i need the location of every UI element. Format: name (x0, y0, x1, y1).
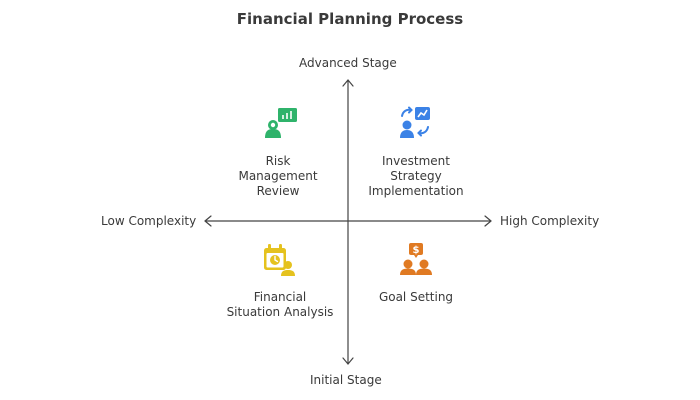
people-money-icon: $ (400, 243, 432, 275)
axis-arrow-left (204, 215, 212, 227)
label-line: Implementation (368, 184, 464, 198)
quadrant-label-risk-management-review: Risk Management Review (223, 154, 333, 199)
diagram-title: Financial Planning Process (236, 10, 464, 28)
label-line: Management (238, 169, 318, 183)
quadrant-label-goal-setting: Goal Setting (366, 290, 466, 305)
quadrant-label-financial-situation-analysis: Financial Situation Analysis (210, 290, 350, 320)
axis-arrow-up (342, 79, 354, 87)
axis-label-bottom: Initial Stage (310, 373, 382, 387)
label-line: Strategy (390, 169, 442, 183)
label-line: Situation Analysis (226, 305, 334, 319)
svg-text:$: $ (413, 245, 420, 256)
axis-arrow-right (484, 215, 492, 227)
axis-label-left: Low Complexity (101, 214, 197, 228)
axis-arrow-down (342, 357, 354, 365)
label-line: Goal Setting (378, 290, 454, 304)
label-line: Investment (382, 154, 450, 168)
label-line: Review (256, 184, 300, 198)
people-exchange-icon (400, 106, 430, 138)
axis-label-top: Advanced Stage (299, 56, 397, 70)
label-line: Financial (253, 290, 307, 304)
calendar-user-icon (264, 244, 295, 276)
quadrant-label-investment-strategy-implementation: Investment Strategy Implementation (356, 154, 476, 199)
label-line: Risk (265, 154, 291, 168)
presentation-chart-icon (265, 108, 297, 138)
axis-label-right: High Complexity (500, 214, 600, 228)
